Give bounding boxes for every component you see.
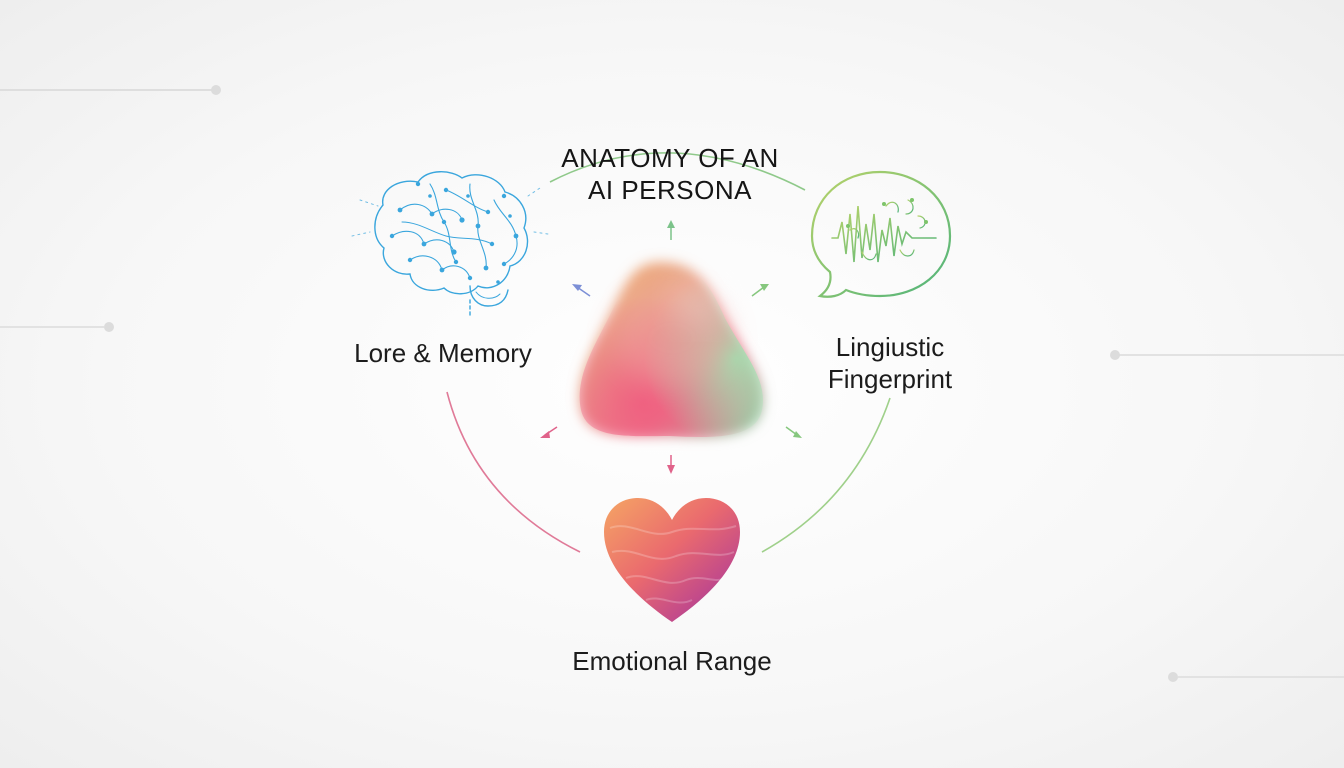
brain-icon <box>351 171 549 319</box>
node-label-emotional-range: Emotional Range <box>572 646 772 676</box>
arrow-down-icon <box>667 455 675 474</box>
linguistic-label-line-2: Fingerprint <box>827 364 953 394</box>
arrow-down-left-icon <box>540 426 558 438</box>
arrow-up-icon <box>667 220 675 240</box>
decorative-lines <box>0 85 1344 682</box>
title-line-1: ANATOMY OF AN <box>561 143 779 173</box>
linguistic-label-line-1: Lingiustic <box>835 332 945 362</box>
title-line-2: AI PERSONA <box>588 175 752 205</box>
persona-blob-icon <box>579 262 763 437</box>
connector-arcs <box>446 152 891 553</box>
arrow-up-right-icon <box>751 284 769 297</box>
diagram-title: ANATOMY OF AN AI PERSONA <box>470 142 870 206</box>
heart-icon <box>604 498 740 622</box>
node-label-lore-memory: Lore & Memory <box>354 338 532 368</box>
arrow-up-left-icon <box>572 284 591 297</box>
node-label-linguistic-fingerprint: Lingiustic Fingerprint <box>790 331 990 395</box>
speech-bubble-waveform-icon <box>810 170 952 298</box>
arrow-down-right-icon <box>785 426 802 438</box>
